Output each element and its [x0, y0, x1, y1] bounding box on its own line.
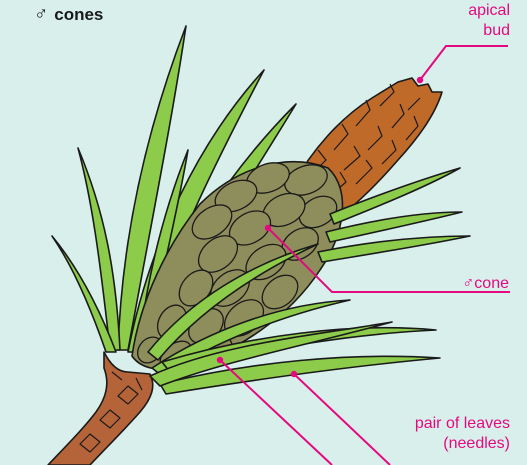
apical-bud-label: apical bud	[468, 1, 510, 41]
male-symbol-icon: ♂	[34, 4, 48, 26]
title-text: cones	[54, 5, 103, 25]
stem	[48, 352, 153, 465]
leaves-label: pair of leaves (needles)	[415, 414, 510, 454]
apical-bud-label-line1: apical	[468, 1, 510, 21]
cone-pointer-dot	[265, 225, 271, 231]
cone-label: ♂cone	[462, 274, 509, 294]
leaves-label-line1: pair of leaves	[415, 414, 510, 434]
diagram-title: ♂ cones	[34, 4, 103, 26]
apical-bud-label-line2: bud	[468, 21, 510, 41]
leaves-pointer-2	[294, 374, 390, 465]
apical-bud-pointer-dot	[417, 77, 423, 83]
leaves-pointer-2-dot	[291, 371, 297, 377]
cone-male-symbol-icon: ♂	[462, 275, 474, 292]
leaves-label-line2: (needles)	[415, 434, 510, 454]
leaves-pointer-1-dot	[217, 357, 223, 363]
cone-label-text: cone	[474, 275, 509, 292]
apical-bud-pointer	[420, 46, 508, 80]
